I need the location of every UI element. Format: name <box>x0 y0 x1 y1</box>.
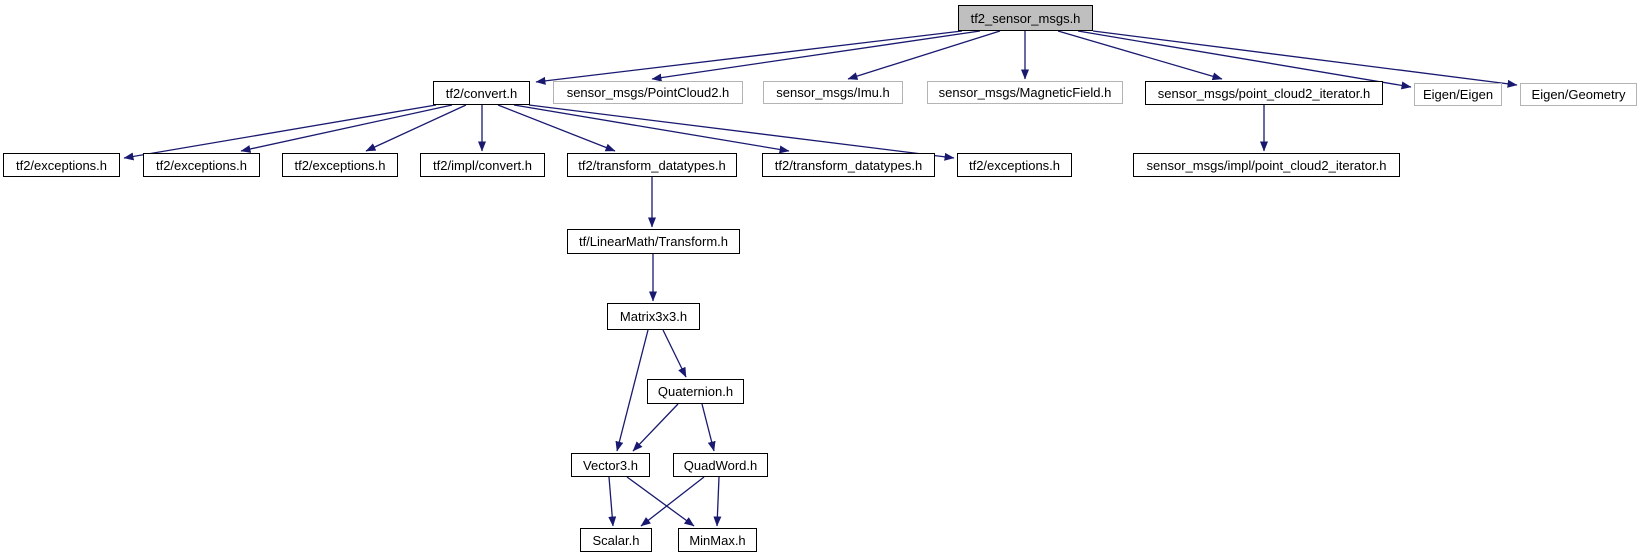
node-sensor-msgs-imu-h: sensor_msgs/Imu.h <box>763 81 903 104</box>
node-eigen-eigen: Eigen/Eigen <box>1414 83 1502 106</box>
node-tf2-convert-h[interactable]: tf2/convert.h <box>433 81 530 105</box>
edge-tf2_sensor_msgs-to-tf2_convert <box>535 30 963 85</box>
edge-tf2_sensor_msgs-to-imu <box>847 30 1001 80</box>
edge-tf2_convert-to-exceptions4 <box>528 104 955 161</box>
edge-tf2_sensor_msgs-to-eigen_eigen <box>1077 30 1412 90</box>
edge-tf2_convert-to-exceptions1 <box>123 104 437 161</box>
edge-tf2_convert-to-transform_datatypes2 <box>513 104 790 154</box>
edge-quadword-to-minmax <box>713 476 722 527</box>
node-sensor-msgs-impl-point-cloud2-iterator-h[interactable]: sensor_msgs/impl/point_cloud2_iterator.h <box>1133 153 1400 177</box>
edge-quaternion-to-quadword <box>701 403 716 452</box>
node-vector3-h[interactable]: Vector3.h <box>571 453 650 477</box>
edge-matrix3x3-to-quaternion <box>662 329 687 378</box>
edge-tf2_convert-to-transform_datatypes1 <box>497 104 616 152</box>
node-scalar-h[interactable]: Scalar.h <box>580 528 652 552</box>
edge-tf2_convert-to-exceptions3 <box>365 104 467 152</box>
node-tf2-transform-datatypes-h-1[interactable]: tf2/transform_datatypes.h <box>567 153 737 177</box>
node-sensor-msgs-point-cloud2-iterator-h[interactable]: sensor_msgs/point_cloud2_iterator.h <box>1145 81 1383 105</box>
node-tf2-exceptions-h-2[interactable]: tf2/exceptions.h <box>143 153 260 177</box>
node-tf2-exceptions-h-3[interactable]: tf2/exceptions.h <box>282 153 398 177</box>
node-tf2-sensor-msgs-h: tf2_sensor_msgs.h <box>958 5 1093 31</box>
node-minmax-h[interactable]: MinMax.h <box>678 528 757 552</box>
node-tf2-impl-convert-h[interactable]: tf2/impl/convert.h <box>420 153 545 177</box>
edge-quaternion-to-vector3 <box>632 403 679 452</box>
node-tf2-exceptions-h-1[interactable]: tf2/exceptions.h <box>3 153 120 177</box>
node-matrix3x3-h[interactable]: Matrix3x3.h <box>607 303 700 330</box>
edge-tf2_sensor_msgs-to-eigen_geometry <box>1092 30 1518 88</box>
edge-matrix3x3-to-vector3 <box>615 329 649 452</box>
edge-vector3-to-scalar <box>608 476 617 527</box>
node-tf-linearmath-transform-h[interactable]: tf/LinearMath/Transform.h <box>567 229 740 254</box>
node-sensor-msgs-pointcloud2-h: sensor_msgs/PointCloud2.h <box>553 81 743 104</box>
edge-vector3-to-minmax <box>626 476 695 527</box>
edge-tf2_sensor_msgs-to-point_cloud2_iterator <box>1057 30 1223 81</box>
node-quaternion-h[interactable]: Quaternion.h <box>647 379 744 404</box>
node-tf2-transform-datatypes-h-2[interactable]: tf2/transform_datatypes.h <box>762 153 935 177</box>
edge-quadword-to-scalar <box>640 476 705 527</box>
node-quadword-h[interactable]: QuadWord.h <box>673 453 768 477</box>
node-sensor-msgs-magneticfield-h: sensor_msgs/MagneticField.h <box>927 81 1123 104</box>
node-tf2-exceptions-h-4[interactable]: tf2/exceptions.h <box>957 153 1072 177</box>
edge-tf2_sensor_msgs-to-pointcloud2 <box>651 30 981 82</box>
edge-tf2_convert-to-exceptions2 <box>240 104 453 153</box>
node-eigen-geometry: Eigen/Geometry <box>1520 83 1637 106</box>
